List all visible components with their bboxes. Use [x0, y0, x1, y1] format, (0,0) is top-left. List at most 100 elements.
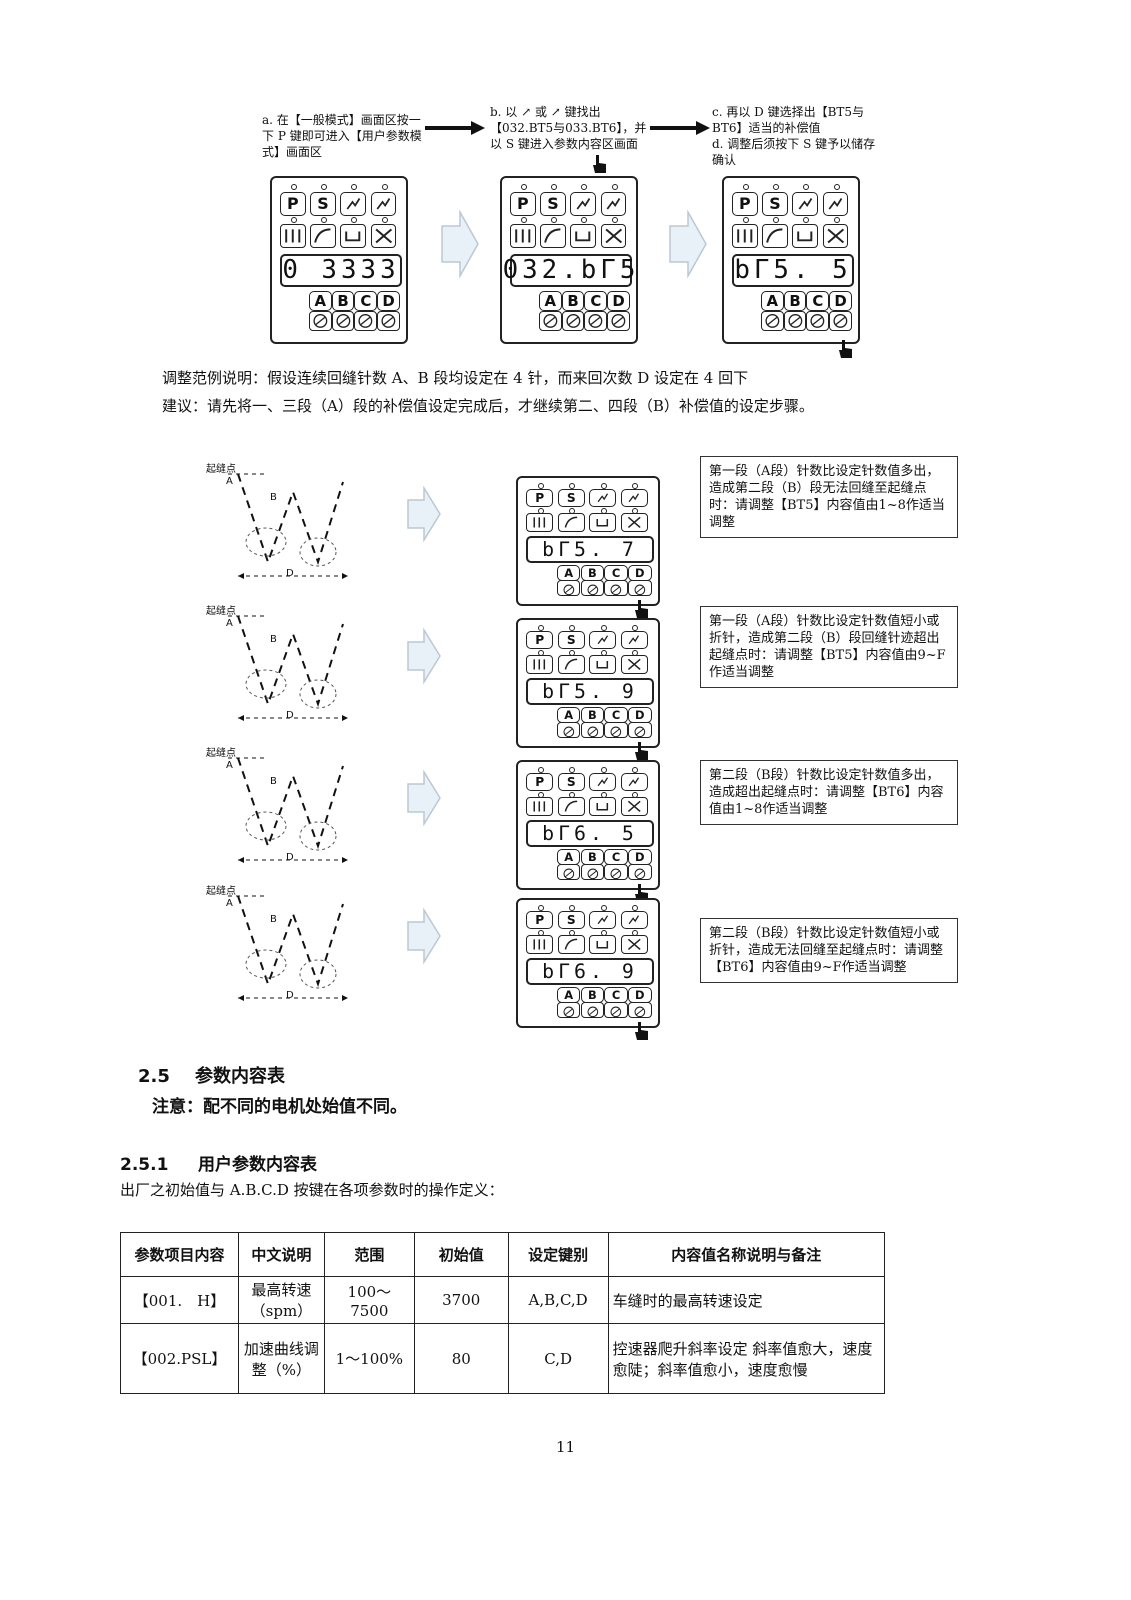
d-key[interactable]: D: [627, 707, 652, 723]
function-key-3[interactable]: [792, 223, 818, 248]
c-key[interactable]: C: [584, 291, 608, 312]
c-key[interactable]: C: [604, 987, 628, 1003]
label-a: A: [226, 760, 233, 771]
a-key[interactable]: A: [556, 565, 581, 581]
s-key[interactable]: S: [310, 191, 336, 216]
stitch-2-icon[interactable]: [621, 772, 648, 792]
a-key[interactable]: A: [556, 849, 581, 865]
c-key[interactable]: C: [354, 291, 378, 312]
c-key[interactable]: C: [806, 291, 830, 312]
stitch-1-icon[interactable]: [589, 910, 617, 930]
function-key-4[interactable]: [370, 223, 397, 248]
function-key-4[interactable]: [822, 223, 849, 248]
b-key[interactable]: B: [580, 707, 605, 723]
start-point-label: 起缝点: [206, 886, 236, 897]
d-key[interactable]: D: [627, 565, 652, 581]
p-key[interactable]: P: [526, 910, 553, 930]
p-key[interactable]: P: [526, 630, 553, 650]
b-key[interactable]: B: [580, 565, 605, 581]
function-key-4[interactable]: [621, 513, 648, 532]
p-key[interactable]: P: [526, 488, 553, 508]
d-key[interactable]: D: [627, 987, 652, 1003]
b-key[interactable]: B: [580, 849, 605, 865]
stitch-2-icon[interactable]: [600, 191, 627, 216]
stitch-1-icon[interactable]: [340, 191, 366, 216]
s-key[interactable]: S: [557, 772, 585, 792]
function-key-2[interactable]: [557, 513, 585, 532]
d-key[interactable]: D: [607, 291, 630, 312]
function-key-1[interactable]: [526, 513, 553, 532]
c-key[interactable]: C: [604, 707, 628, 723]
stitch-1-icon[interactable]: [589, 488, 617, 508]
function-key-2[interactable]: [557, 797, 585, 816]
function-key-3[interactable]: [589, 513, 617, 532]
label-a: A: [226, 476, 233, 487]
function-key-2[interactable]: [540, 223, 566, 248]
p-key[interactable]: P: [510, 191, 536, 216]
column-header: 初始值: [413, 1232, 509, 1277]
function-key-1[interactable]: [280, 223, 306, 248]
c-key[interactable]: C: [604, 849, 628, 865]
p-key[interactable]: P: [526, 772, 553, 792]
a-key[interactable]: A: [538, 291, 562, 312]
presser-foot-icon: [308, 311, 332, 332]
b-key[interactable]: B: [580, 987, 605, 1003]
subsection-desc: 出厂之初始值与 A.B.C.D 按键在各项参数时的操作定义：: [120, 1181, 504, 1199]
b-key[interactable]: B: [783, 291, 807, 312]
stitch-2-icon[interactable]: [621, 488, 648, 508]
function-key-3[interactable]: [340, 223, 366, 248]
function-key-3[interactable]: [570, 223, 596, 248]
led-indicator: [569, 507, 576, 514]
presser-foot-icon: [377, 311, 400, 332]
lcd-display: bГ5. 7: [526, 536, 654, 563]
stitch-2-icon[interactable]: [822, 191, 849, 216]
led-indicator: [632, 624, 639, 631]
function-key-2[interactable]: [762, 223, 788, 248]
stitch-2-icon[interactable]: [621, 910, 648, 930]
d-key[interactable]: D: [627, 849, 652, 865]
s-key[interactable]: S: [557, 630, 585, 650]
stitch-1-icon[interactable]: [570, 191, 596, 216]
b-key[interactable]: B: [331, 291, 355, 312]
d-key[interactable]: D: [377, 291, 400, 312]
function-key-1[interactable]: [526, 797, 553, 816]
function-key-3[interactable]: [589, 935, 617, 954]
function-key-2[interactable]: [557, 935, 585, 954]
function-key-3[interactable]: [589, 797, 617, 816]
function-key-2[interactable]: [310, 223, 336, 248]
function-key-1[interactable]: [510, 223, 536, 248]
a-key[interactable]: A: [556, 707, 581, 723]
stitch-2-icon[interactable]: [370, 191, 397, 216]
s-key[interactable]: S: [557, 488, 585, 508]
function-key-3[interactable]: [589, 655, 617, 674]
presser-foot-icon: [604, 1002, 628, 1019]
presser-foot-icon: [556, 722, 581, 739]
function-key-1[interactable]: [732, 223, 758, 248]
c-key[interactable]: C: [604, 565, 628, 581]
b-key[interactable]: B: [561, 291, 585, 312]
s-key[interactable]: S: [557, 910, 585, 930]
label-d: D: [286, 568, 294, 579]
stitch-1-icon[interactable]: [792, 191, 818, 216]
function-key-4[interactable]: [600, 223, 627, 248]
hand-pointer-icon: [593, 155, 606, 173]
function-key-1[interactable]: [526, 935, 553, 954]
function-key-4[interactable]: [621, 797, 648, 816]
function-key-1[interactable]: [526, 655, 553, 674]
function-key-4[interactable]: [621, 655, 648, 674]
s-key[interactable]: S: [540, 191, 566, 216]
a-key[interactable]: A: [308, 291, 332, 312]
p-key[interactable]: P: [732, 191, 758, 216]
d-key[interactable]: D: [829, 291, 852, 312]
function-key-2[interactable]: [557, 655, 585, 674]
p-key[interactable]: P: [280, 191, 306, 216]
a-key[interactable]: A: [760, 291, 784, 312]
stitch-2-icon[interactable]: [621, 630, 648, 650]
column-header: 范围: [323, 1232, 415, 1277]
s-key[interactable]: S: [762, 191, 788, 216]
stitch-1-icon[interactable]: [589, 772, 617, 792]
stitch-1-icon[interactable]: [589, 630, 617, 650]
function-key-4[interactable]: [621, 935, 648, 954]
a-key[interactable]: A: [556, 987, 581, 1003]
